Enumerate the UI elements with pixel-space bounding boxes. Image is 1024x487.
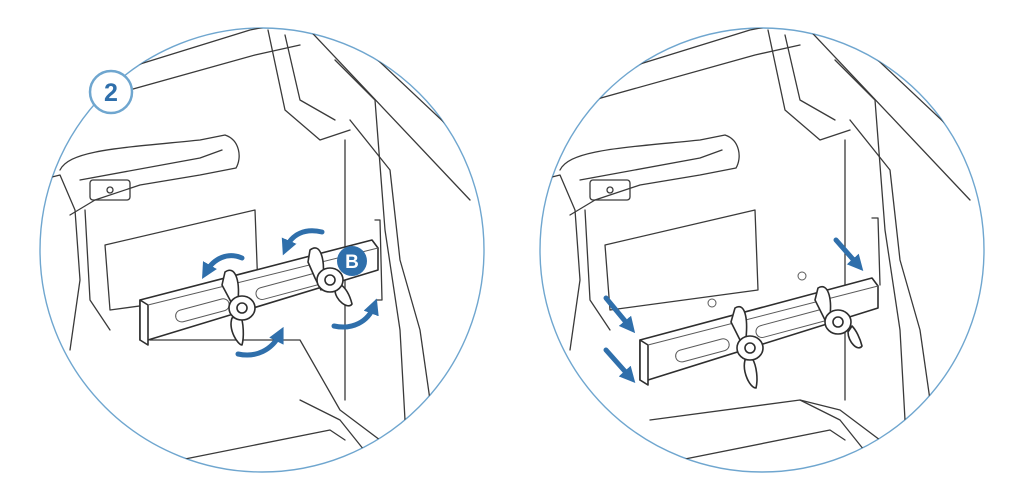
rotate-arrow-2: [281, 228, 325, 256]
push-arrow-2: [603, 347, 636, 383]
wing-nut-1: [221, 269, 256, 346]
step-badge-circle: [88, 69, 134, 115]
callout-b-badge: [337, 246, 367, 276]
wing-nut-installed-2: [814, 285, 863, 349]
rotate-arrow-4: [331, 298, 379, 330]
rotate-arrow-3: [235, 326, 284, 358]
right-panel-scene: [540, 28, 984, 472]
right-panel: [539, 27, 985, 473]
push-arrow-1: [603, 295, 636, 334]
callout-b-label: B: [345, 252, 359, 273]
rotate-arrows: [202, 228, 379, 358]
push-arrow-3: [833, 237, 864, 272]
wing-nut-2: [307, 247, 353, 307]
callout-b: B: [337, 246, 367, 276]
left-panel: B 2: [39, 27, 485, 473]
step-badge: 2: [88, 69, 134, 115]
push-arrows: [603, 237, 864, 383]
step-number: 2: [104, 79, 118, 107]
rotate-arrow-1: [202, 253, 245, 279]
wing-nut-installed-1: [730, 305, 764, 389]
